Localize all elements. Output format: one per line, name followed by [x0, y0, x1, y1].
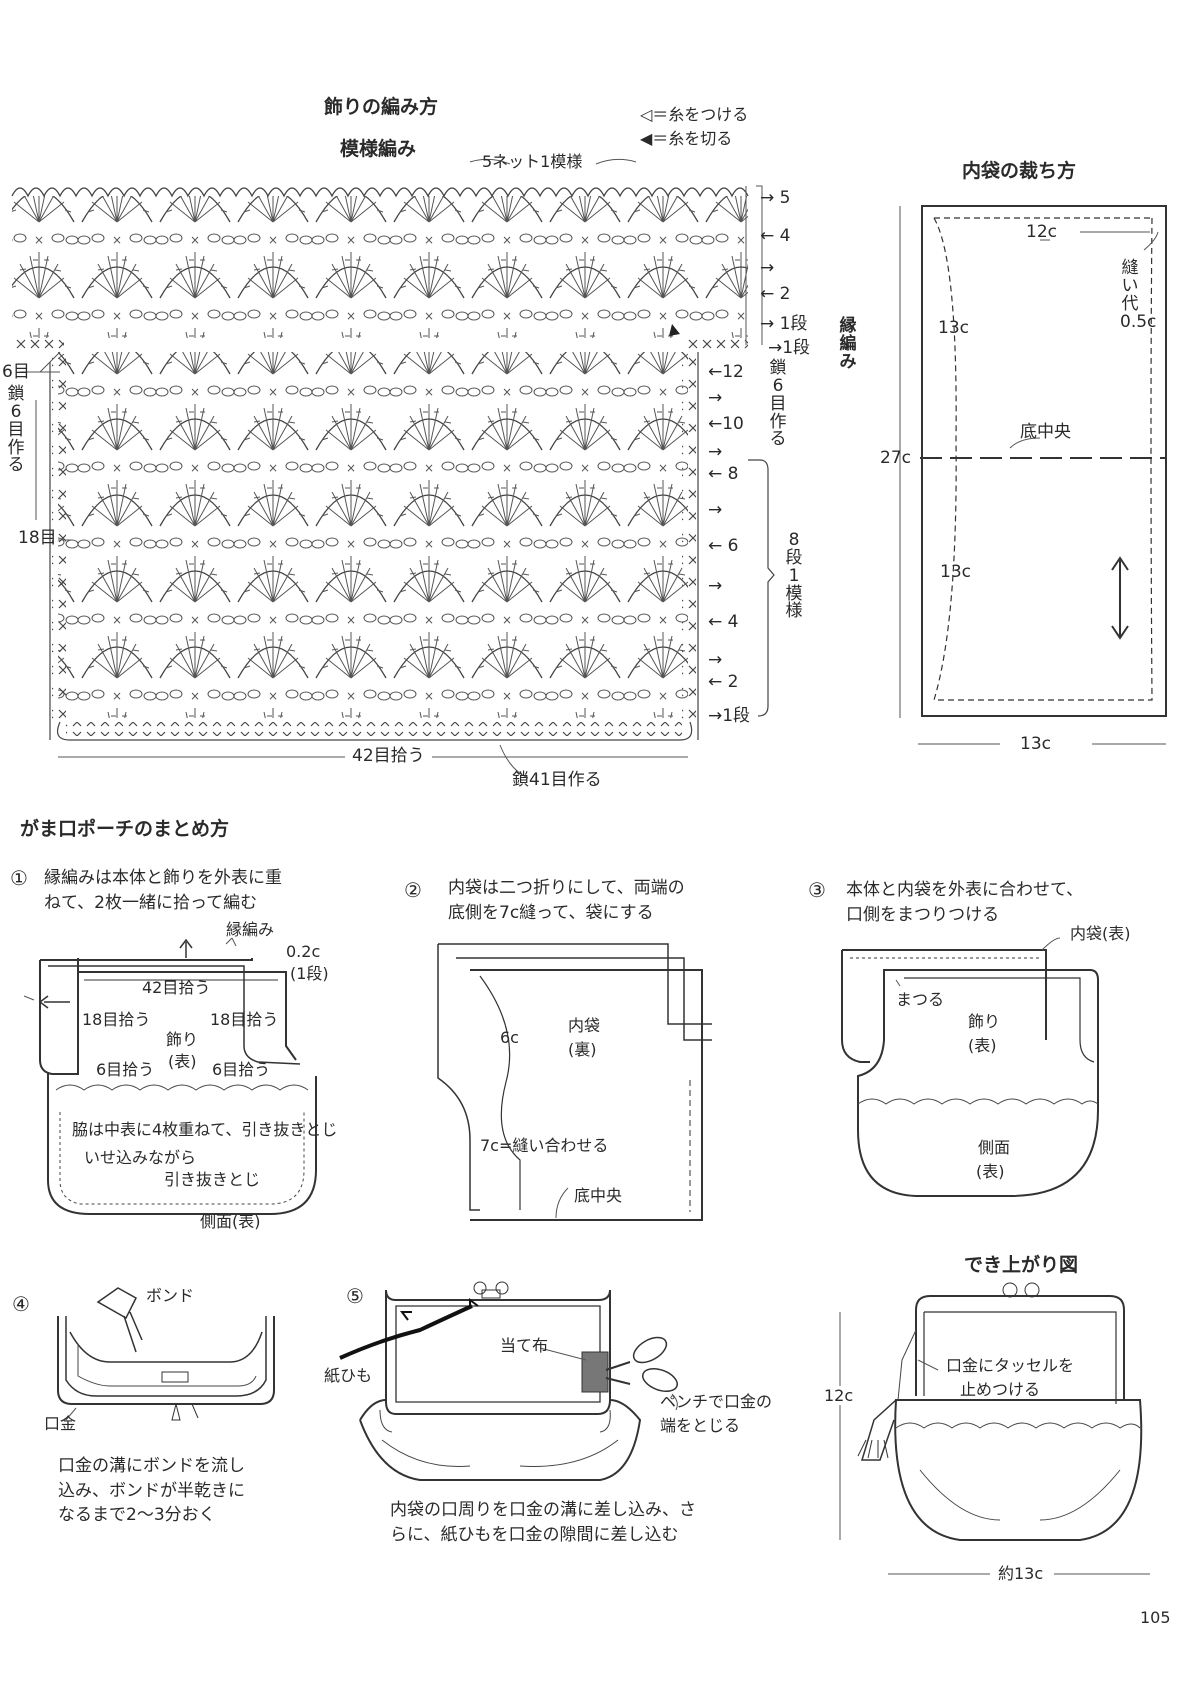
step5-pliers: ペンチで口金の [660, 1392, 773, 1411]
seam-allowance: 縫い代0.5c [1120, 258, 1157, 332]
step3-side: 側面 [978, 1138, 1011, 1157]
row-label: →1段 [708, 706, 751, 726]
step2-bag: 内袋 [568, 1016, 601, 1035]
row-label: → [708, 576, 723, 596]
step1-row1: (1段) [290, 964, 329, 983]
step5-pliers2: 端をとじる [660, 1416, 741, 1435]
step3-number: ③ [808, 878, 826, 902]
row-label: → [708, 500, 723, 520]
step5-cloth: 当て布 [500, 1336, 549, 1355]
upper-height: 13c [938, 318, 969, 338]
row-label: ← 6 [708, 536, 739, 556]
step3-side2: (表) [976, 1162, 1005, 1181]
pattern-name: 模様編み [340, 138, 417, 160]
step1-pick42: 42目拾う [142, 978, 211, 997]
repeat-rows-note: 8段1模様 [785, 530, 803, 622]
step1-text: 縁編みは本体と飾りを外表に重ねて、2枚一緒に拾って編む [44, 868, 282, 913]
row-label: → [708, 442, 723, 462]
row-label: → 5 [760, 188, 791, 208]
inner-bag-title: 内袋の裁ち方 [962, 160, 1077, 182]
step4-text: 口金の溝にボンドを流し込み、ボンドが半乾きになるまで2〜3分おく [58, 1456, 245, 1526]
step3-deco: 飾り [968, 1012, 1001, 1031]
step1-edging: 縁編み [226, 920, 275, 939]
step2-number: ② [404, 878, 422, 902]
row-label: → [760, 258, 775, 278]
row-label: ← 4 [760, 226, 791, 246]
finished-title: でき上がり図 [964, 1254, 1079, 1276]
step3-stitch: まつる [896, 990, 945, 1009]
step1-pick18l: 18目拾う [82, 1010, 151, 1029]
row-label: ← 8 [708, 464, 739, 484]
step3-bag: 内袋(表) [1070, 924, 1131, 943]
step4-frame: 口金 [44, 1414, 77, 1433]
step2-center: 底中央 [574, 1186, 623, 1205]
step1-pick6l: 6目拾う [96, 1060, 155, 1079]
row-label: → [708, 650, 723, 670]
step2-six: 6c [500, 1028, 519, 1047]
inner-bag-diagram [899, 205, 1167, 745]
decoration-chart [11, 186, 749, 350]
step1-ease: いせ込みながら [84, 1148, 197, 1167]
step1-side: 側面(表) [200, 1212, 261, 1231]
bottom-chain: 鎖41目作る [512, 770, 602, 790]
step2-illustration [437, 943, 712, 1221]
step1-pick6r: 6目拾う [212, 1060, 271, 1079]
step5-illustration [339, 1281, 679, 1481]
step1-illustration [23, 937, 317, 1215]
step4-illustration [57, 1287, 275, 1421]
right-chain-note: 鎖6目作る [769, 358, 787, 450]
inner-bag-width-top: 12c [1026, 222, 1057, 242]
chart-title: 飾りの編み方 [324, 96, 439, 118]
width-bottom: 13c [1020, 734, 1051, 754]
step1-sides: 脇は中表に4枚重ねて、引き抜きとじ [72, 1120, 338, 1139]
row-label: ← 4 [708, 612, 739, 632]
tassel-note: 口金にタッセルを [946, 1356, 1075, 1375]
step1-number: ① [10, 866, 28, 890]
bottom-center: 底中央 [1020, 422, 1071, 442]
finished-width: 約13c [998, 1564, 1044, 1583]
step5-number: ⑤ [346, 1284, 364, 1308]
step3-deco2: (表) [968, 1036, 997, 1055]
legend-attach: ◁＝糸をつける [640, 105, 749, 124]
body-chart [49, 352, 699, 741]
step3-illustration [841, 937, 1099, 1197]
left-6-label: 6目 [2, 362, 30, 382]
step1-row: 0.2c [286, 942, 321, 961]
row-label: → [708, 388, 723, 408]
step2-seam: 7c=縫い合わせる [480, 1136, 609, 1155]
step4-number: ④ [12, 1292, 30, 1316]
lower-height: 13c [940, 562, 971, 582]
bottom-pickup: 42目拾う [352, 746, 425, 766]
row-label: ← 2 [708, 672, 739, 692]
page-number: 105 [1140, 1608, 1171, 1627]
tassel-note-2: 止めつける [960, 1380, 1041, 1399]
finished-height: 12c [824, 1386, 854, 1406]
assembly-title: がま口ポーチのまとめ方 [20, 818, 230, 840]
legend-cut: ◀＝糸を切る [640, 129, 733, 148]
row-label: ←12 [708, 362, 744, 382]
row-label: →1段 [768, 338, 811, 358]
step2-text: 内袋は二つ折りにして、両端の底側を7c縫って、袋にする [448, 878, 685, 923]
step5-text: 内袋の口周りを口金の溝に差し込み、さらに、紙ひもを口金の隙間に差し込む [390, 1500, 696, 1545]
row-label: → 1段 [760, 314, 808, 334]
left-chain-note: 鎖6目作る [7, 384, 25, 476]
step2-bag2: (裏) [568, 1040, 597, 1059]
repeat-label: 5ネット1模様 [482, 152, 583, 171]
step3-text: 本体と内袋を外表に合わせて、口側をまつりつける [846, 880, 1084, 925]
finished-illustration [839, 1282, 1150, 1575]
step5-cord: 紙ひも [324, 1366, 373, 1385]
total-height: 27c [880, 448, 911, 468]
edging-label: 縁編み [839, 316, 857, 372]
row-label: ←10 [708, 414, 744, 434]
step1-deco: 飾り [166, 1030, 199, 1049]
left-18-label: 18目 [18, 528, 57, 548]
step1-slip: 引き抜きとじ [164, 1170, 261, 1189]
row-label: ← 2 [760, 284, 791, 304]
step4-bond: ボンド [146, 1286, 195, 1305]
step1-pick18r: 18目拾う [210, 1010, 279, 1029]
step1-deco2: (表) [168, 1052, 197, 1071]
